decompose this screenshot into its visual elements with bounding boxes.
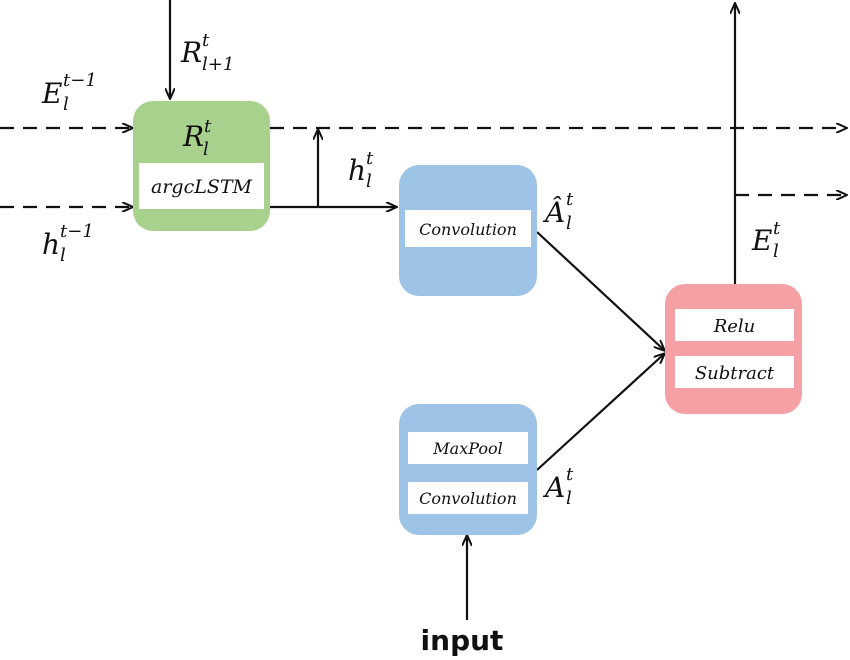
lstm-inner-box (139, 163, 264, 209)
label-e-out-sup: t (773, 218, 781, 239)
label-h-out-sup: t (366, 148, 374, 169)
label-a-main: A (542, 471, 565, 504)
label-h-out-main: h (348, 154, 366, 187)
lstm-r-sup: t (204, 116, 212, 137)
conv-predict-node: Convolution (399, 165, 537, 296)
relu-inner-label: Relu (713, 316, 756, 337)
lstm-node: R t l argcLSTM (133, 101, 270, 231)
error-node: Relu Subtract (665, 284, 802, 414)
label-h-prev: h t−1 l (42, 221, 94, 266)
lstm-inner-label: argcLSTM (151, 176, 253, 198)
label-r-above-sup: t (202, 30, 210, 51)
label-a-hat: Â t l (542, 189, 574, 234)
label-h-prev-sub: l (60, 245, 66, 266)
conv-input-inner-label: Convolution (419, 489, 517, 508)
label-e-prev: E t−1 l (41, 70, 97, 115)
maxpool-inner-box (408, 432, 528, 464)
arrow-ahat-to-error (536, 231, 664, 350)
conv-predict-inner-box (405, 210, 531, 247)
label-a-sub: l (566, 488, 572, 509)
maxpool-inner-label: MaxPool (432, 439, 502, 458)
lstm-r-label: R (182, 120, 204, 153)
label-r-above: R t l+1 (180, 30, 234, 75)
conv-input-box (399, 404, 537, 535)
label-a-hat-main: Â (542, 196, 565, 229)
label-e-prev-sub: l (63, 94, 69, 115)
label-h-prev-sup: t−1 (60, 221, 94, 242)
label-e-out: E t l (751, 218, 781, 262)
label-r-above-main: R (180, 36, 202, 69)
label-r-above-sub: l+1 (202, 54, 234, 75)
arrow-a-to-error (536, 354, 664, 471)
error-box (665, 284, 802, 414)
label-a: A t l (542, 464, 574, 509)
label-a-hat-sup: t (566, 189, 574, 210)
label-h-out: h t l (348, 148, 374, 192)
subtract-inner-label: Subtract (695, 363, 775, 384)
lstm-r-sub: l (203, 139, 209, 160)
label-e-out-main: E (751, 224, 772, 257)
label-e-prev-main: E (41, 77, 62, 110)
label-a-sup: t (566, 464, 574, 485)
conv-input-node: MaxPool Convolution (399, 404, 537, 535)
label-h-out-sub: l (366, 171, 372, 192)
label-a-hat-sub: l (566, 213, 572, 234)
label-e-out-sub: l (773, 241, 779, 262)
label-input: input (421, 624, 504, 657)
label-h-prev-main: h (42, 228, 60, 261)
conv-predict-inner-label: Convolution (419, 220, 517, 239)
conv-input-inner-box (408, 482, 528, 514)
relu-inner-box (675, 309, 794, 341)
label-e-prev-sup: t−1 (63, 70, 97, 91)
subtract-inner-box (675, 356, 794, 388)
